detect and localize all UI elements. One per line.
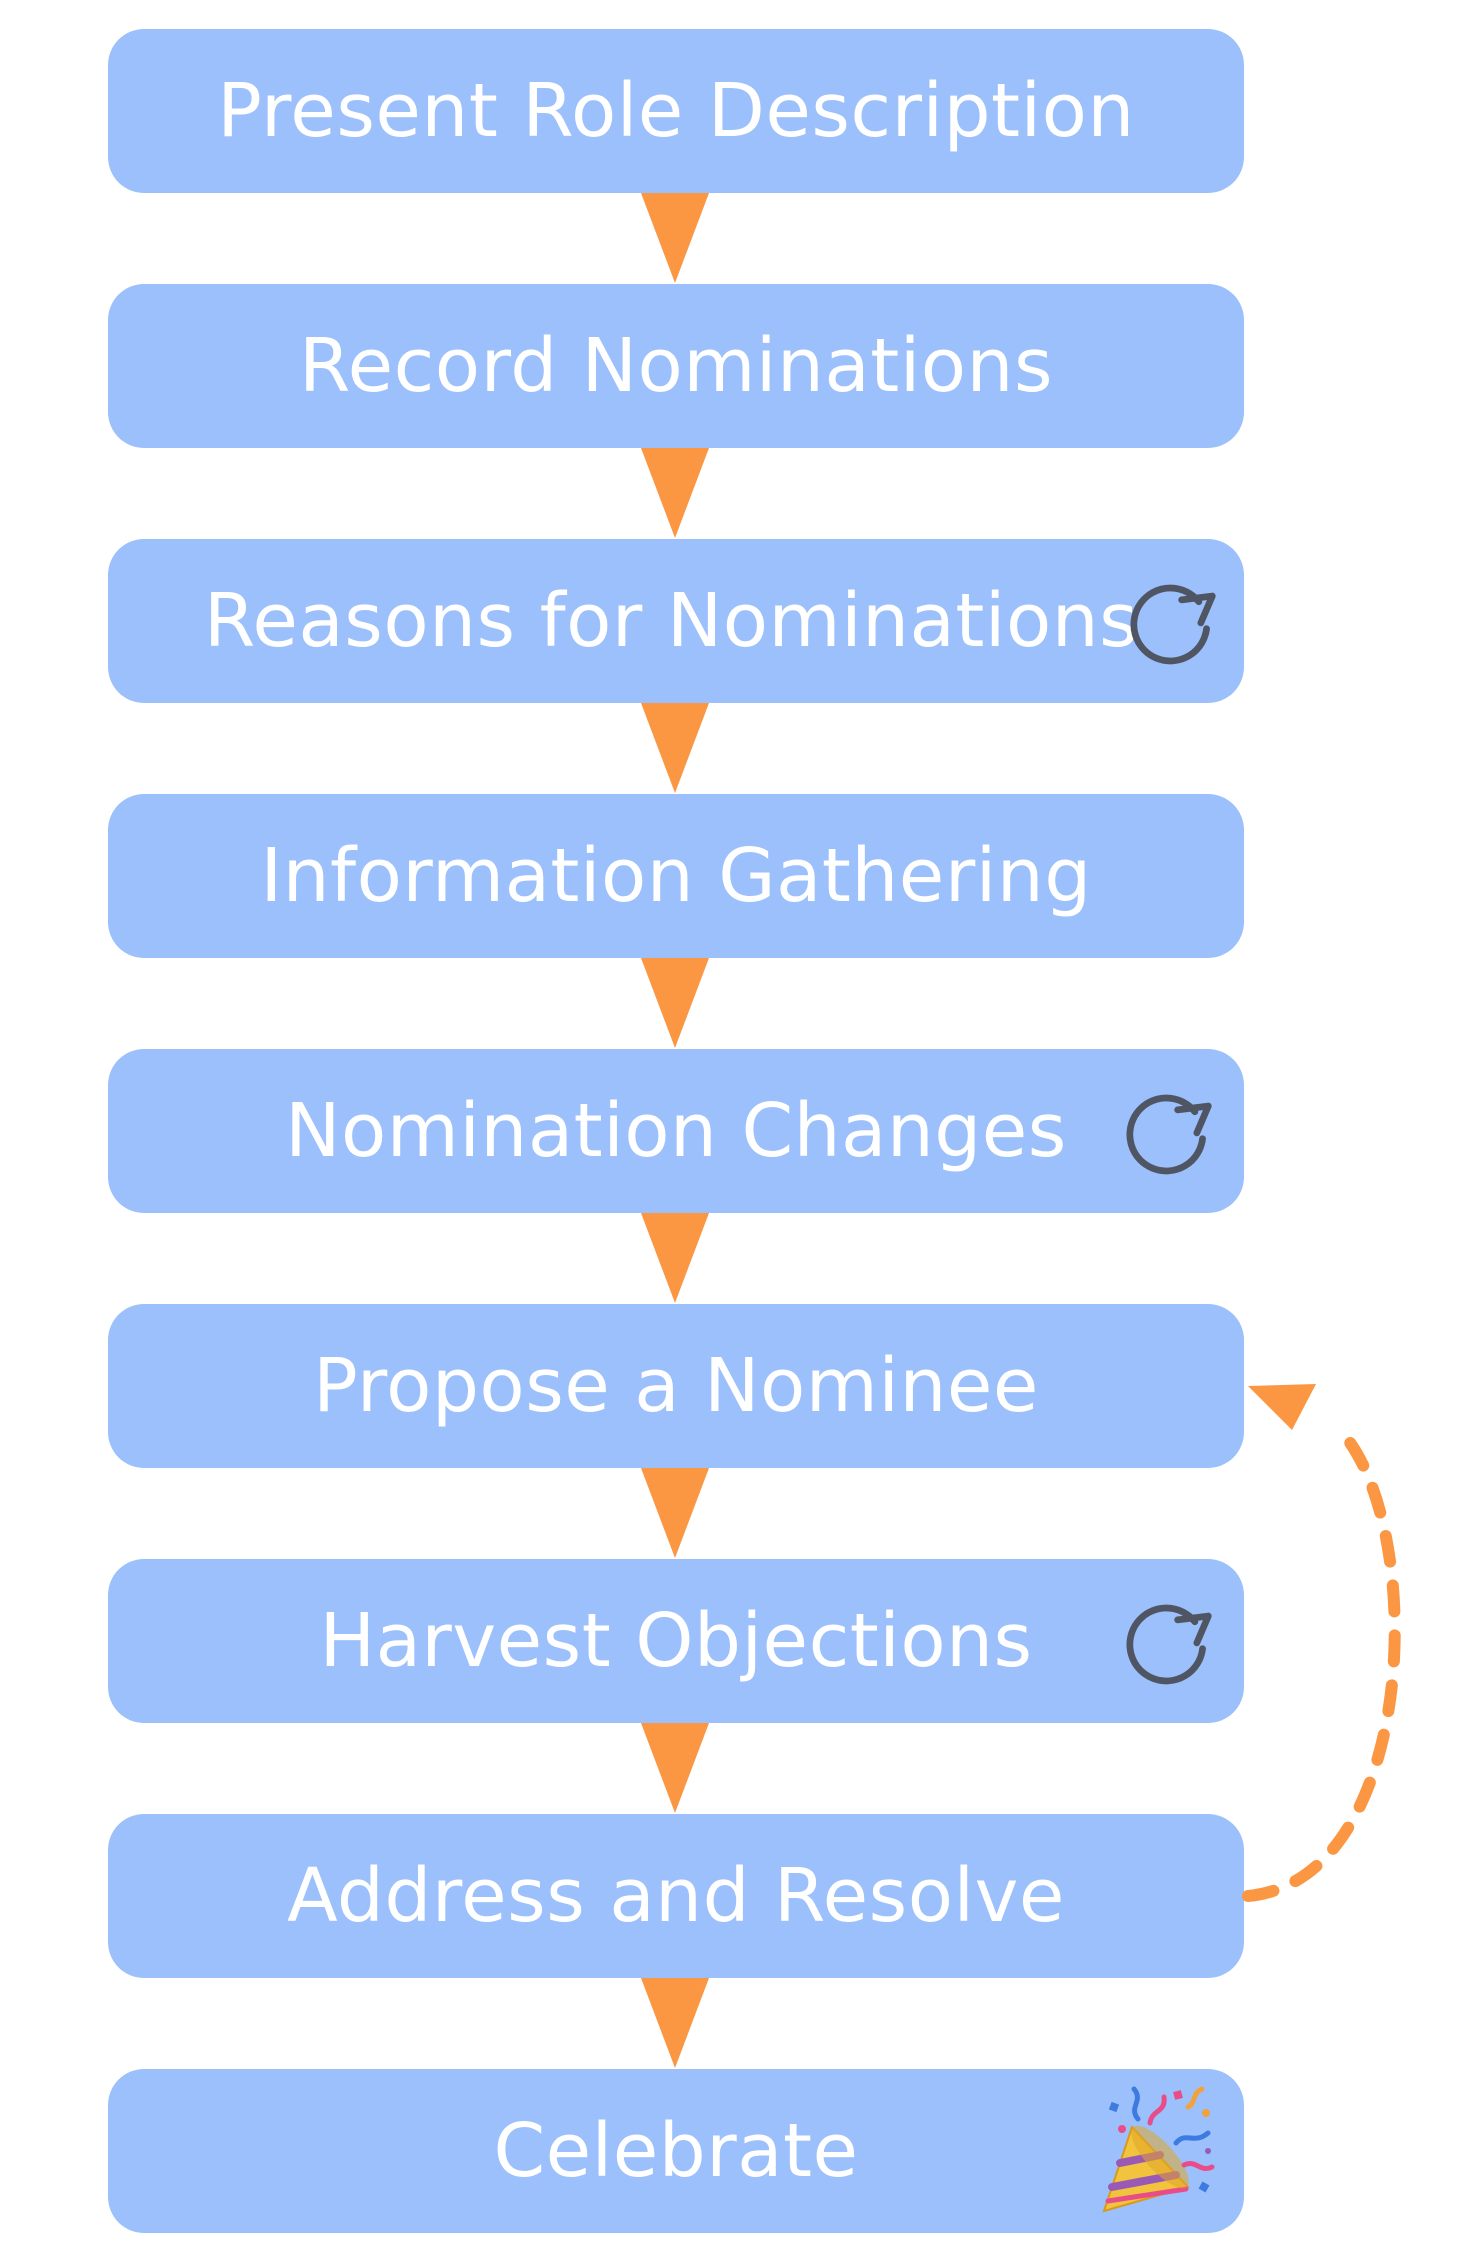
step-propose-a-nominee: Propose a Nominee [108,1304,1244,1468]
party-popper-icon [1102,2086,1215,2213]
step-label: Nomination Changes [285,1088,1067,1174]
step-label: Reasons for Nominations [203,578,1139,664]
step-label: Address and Resolve [287,1853,1065,1939]
step-label: Record Nominations [298,323,1054,409]
step-address-and-resolve: Address and Resolve [108,1814,1244,1978]
cycle-icon [1126,1604,1212,1685]
step-celebrate: Celebrate [108,2069,1244,2233]
step-record-nominations: Record Nominations [108,284,1244,448]
step-present-role-description: Present Role Description [108,29,1244,193]
flow-arrow [641,1468,709,1558]
step-label: Propose a Nominee [313,1343,1039,1429]
step-label: Celebrate [493,2108,859,2194]
step-reasons-for-nominations: Reasons for Nominations [108,539,1244,703]
flow-arrow [641,958,709,1048]
step-label: Present Role Description [217,68,1135,154]
flow-arrow [641,448,709,538]
flow-arrow [641,1213,709,1303]
step-information-gathering: Information Gathering [108,794,1244,958]
flow-arrow [641,1723,709,1813]
step-label: Harvest Objections [319,1598,1033,1684]
step-label: Information Gathering [260,833,1092,919]
cycle-icon [1126,1094,1212,1175]
step-harvest-objections: Harvest Objections [108,1559,1244,1723]
flow-arrow [641,193,709,283]
step-nomination-changes: Nomination Changes [108,1049,1244,1213]
flow-arrow [641,703,709,793]
cycle-icon [1130,584,1216,665]
flow-arrow [641,1978,709,2068]
